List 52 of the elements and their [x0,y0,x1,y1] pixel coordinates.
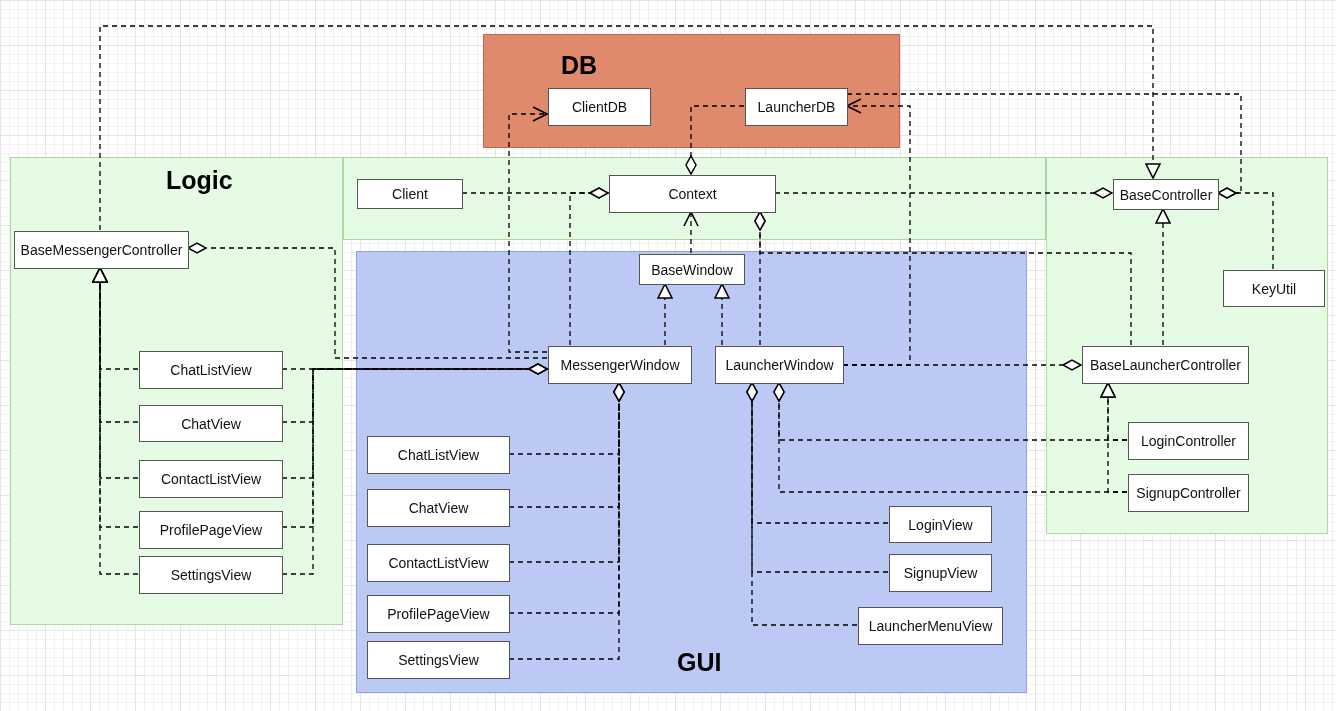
aggregation-connector [1217,187,1274,270]
class-box: SettingsView [139,556,283,594]
class-box: BaseLauncherController [1082,346,1249,384]
class-box: ContactListView [139,460,283,498]
aggregation-connector [774,187,1113,199]
aggregation-connector [508,382,625,660]
class-box: ProfilePageView [367,595,510,633]
aggregation-connector [842,359,1082,371]
inheritance-arrow [1155,208,1171,346]
aggregation-connector [754,211,1132,346]
class-box: LauncherDB [745,88,848,126]
class-box: BaseWindow [639,254,745,285]
class-box: KeyUtil [1223,270,1325,307]
inheritance-arrow [99,25,1161,231]
package-title: GUI [677,648,722,677]
class-box: SignupView [889,554,992,592]
package-area [356,251,1027,693]
class-box: LoginView [889,506,992,543]
class-box: SettingsView [367,641,510,679]
inheritance-arrow [657,283,673,346]
aggregation-connector [187,242,548,359]
class-box: Context [609,175,776,213]
class-box: Client [357,179,463,209]
package-area [483,34,900,148]
aggregation-connector [773,382,1128,493]
class-box: ClientDB [548,88,651,126]
class-box: ChatListView [139,351,283,389]
class-box: LauncherWindow [715,346,844,384]
dependency-arrow [508,106,548,353]
package-title: DB [561,51,598,80]
class-box: ChatListView [367,436,510,474]
package-title: Logic [166,166,233,195]
class-box: LauncherMenuView [858,607,1003,645]
class-box: ProfilePageView [139,511,283,549]
group-area [1046,157,1328,534]
dependency-arrow [683,211,699,254]
aggregation-connector [281,363,548,575]
class-box: ContactListView [367,544,510,582]
aggregation-connector [569,187,609,346]
group-area [343,157,1046,240]
package-area [10,157,343,625]
aggregation-connector [685,105,745,175]
inheritance-arrow [92,267,139,575]
class-box: ChatView [367,489,510,527]
class-box: LoginController [1128,422,1249,460]
aggregation-connector [746,382,858,626]
class-box: SignupController [1128,474,1249,512]
class-box: ChatView [139,405,283,442]
class-box: BaseMessengerController [14,231,189,269]
class-box: BaseController [1113,179,1219,210]
inheritance-arrow [714,283,730,346]
class-box: MessengerWindow [548,346,692,384]
